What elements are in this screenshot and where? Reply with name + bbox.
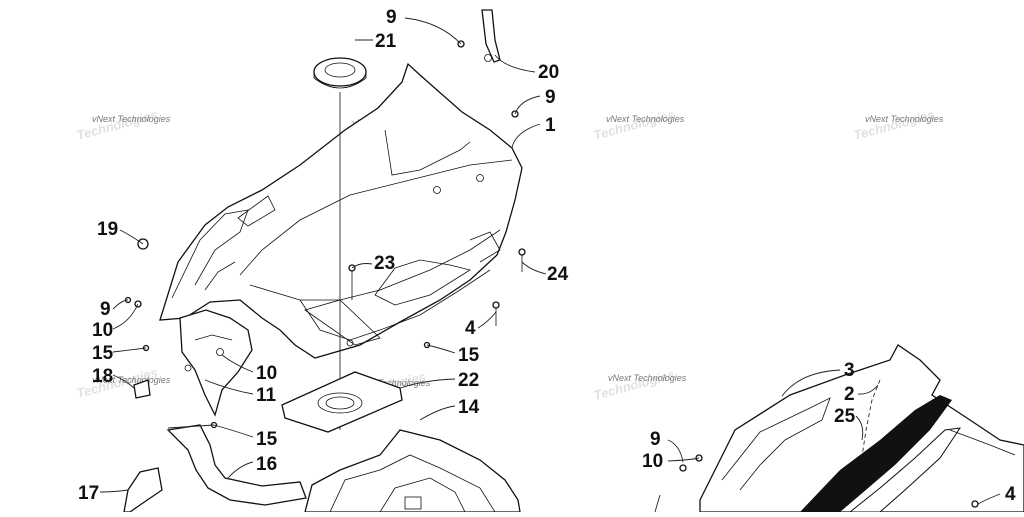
callout-4: 4 xyxy=(465,318,476,339)
callout-15: 15 xyxy=(256,429,278,450)
callout-4: 4 xyxy=(1005,484,1016,505)
callout-24: 24 xyxy=(547,264,569,285)
plate-part xyxy=(281,371,403,433)
callout-18: 18 xyxy=(92,366,113,387)
belly-pan-part xyxy=(304,429,521,513)
callout-16: 16 xyxy=(256,454,277,475)
watermark-text: vNext Technologies xyxy=(92,375,171,385)
callout-10: 10 xyxy=(256,363,277,384)
callout-17: 17 xyxy=(78,483,99,504)
svg-text:Technologies: Technologies xyxy=(852,107,936,143)
callout-9: 9 xyxy=(386,7,397,28)
callout-25: 25 xyxy=(834,406,856,427)
callout-9: 9 xyxy=(545,87,556,108)
watermark-text: vNext Technologies xyxy=(606,114,685,124)
console-body-part xyxy=(159,62,523,359)
side-bracket-part xyxy=(133,309,253,417)
watermark-text: vNext Technologies xyxy=(865,114,944,124)
callout-9: 9 xyxy=(650,429,661,450)
watermark-text: vNext Technologies xyxy=(92,114,171,124)
callout-2: 2 xyxy=(844,384,855,405)
callout-22: 22 xyxy=(458,370,479,391)
svg-text:Technologies: Technologies xyxy=(592,107,676,143)
callout-9: 9 xyxy=(100,299,111,320)
gas-cap-ring-part xyxy=(313,57,367,430)
callout-19: 19 xyxy=(97,219,118,240)
callout-20: 20 xyxy=(538,62,559,83)
callout-3: 3 xyxy=(844,360,855,381)
watermark-text: vNext Technologies xyxy=(352,378,431,388)
svg-text:Technologies: Technologies xyxy=(75,107,159,143)
callout-15: 15 xyxy=(92,343,114,364)
callout-labels: 9 21 20 9 1 19 23 24 9 10 4 15 15 10 18 … xyxy=(78,7,1016,505)
callout-14: 14 xyxy=(458,397,480,418)
callout-1: 1 xyxy=(545,115,556,136)
callout-15: 15 xyxy=(458,345,480,366)
callout-10: 10 xyxy=(642,451,663,472)
callout-21: 21 xyxy=(375,31,397,52)
leader-lines xyxy=(99,17,1001,513)
callout-23: 23 xyxy=(374,253,395,274)
callout-11: 11 xyxy=(256,385,277,406)
deflector-part xyxy=(123,424,307,513)
bracket-part xyxy=(481,9,501,63)
callout-10: 10 xyxy=(92,320,113,341)
watermark-text: vNext Technologies xyxy=(608,373,687,383)
